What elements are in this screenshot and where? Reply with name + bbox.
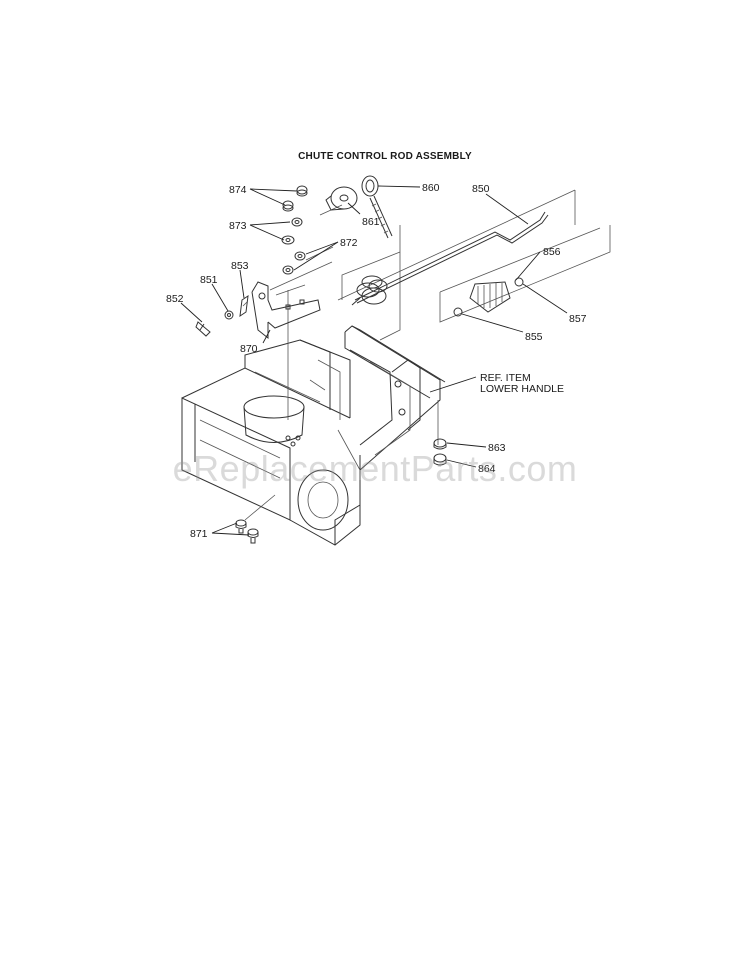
leader-lines bbox=[180, 185, 568, 536]
housing-frame bbox=[181, 325, 446, 546]
clip-pin-washer bbox=[195, 294, 249, 337]
label-850: 850 bbox=[472, 183, 490, 195]
part-labels: 874 873 872 860 861 850 856 857 855 851 … bbox=[166, 182, 587, 540]
label-856: 856 bbox=[543, 246, 561, 258]
label-852: 852 bbox=[166, 293, 184, 305]
label-871: 871 bbox=[190, 528, 208, 540]
label-864: 864 bbox=[478, 463, 496, 475]
washer-stack bbox=[281, 185, 308, 275]
label-855: 855 bbox=[525, 331, 543, 343]
label-853: 853 bbox=[231, 260, 249, 272]
label-870: 870 bbox=[240, 343, 258, 355]
bracket bbox=[251, 281, 321, 340]
screws bbox=[235, 519, 259, 544]
label-861: 861 bbox=[362, 216, 380, 228]
diagram-title: CHUTE CONTROL ROD ASSEMBLY bbox=[298, 151, 472, 162]
eye-bolt bbox=[361, 175, 393, 239]
label-860: 860 bbox=[422, 182, 440, 194]
label-851: 851 bbox=[200, 274, 218, 286]
assembly-lines bbox=[244, 189, 611, 521]
lower-handle-label: LOWER HANDLE bbox=[480, 383, 564, 395]
label-873: 873 bbox=[229, 220, 247, 232]
chute-control-rod bbox=[351, 211, 549, 306]
nut-and-washer bbox=[433, 438, 447, 466]
label-863: 863 bbox=[488, 442, 506, 454]
spring-grip bbox=[453, 277, 524, 317]
ref-item-label: REF. ITEM bbox=[480, 372, 531, 384]
label-872: 872 bbox=[340, 237, 358, 249]
label-874: 874 bbox=[229, 184, 247, 196]
hub-knob bbox=[325, 186, 358, 211]
label-857: 857 bbox=[569, 313, 587, 325]
